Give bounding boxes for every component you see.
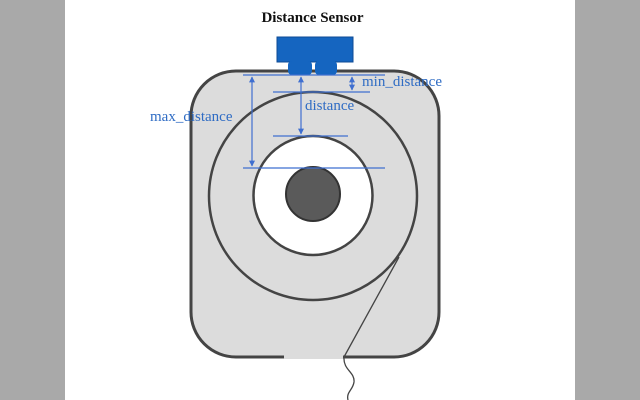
distance-label: distance	[305, 98, 355, 114]
tape-end	[343, 356, 355, 400]
sensor-transducer-left	[288, 61, 312, 75]
hub	[285, 166, 341, 222]
left-margin-bar	[0, 0, 65, 400]
right-margin-bar	[575, 0, 640, 400]
min-distance-label: min_distance	[362, 74, 442, 90]
max-distance-label: max_distance	[150, 109, 233, 125]
sensor-transducer-right	[315, 61, 337, 75]
tape-strip	[343, 256, 400, 358]
diagram-title: Distance Sensor	[261, 10, 364, 26]
sensor-housing	[276, 36, 354, 63]
